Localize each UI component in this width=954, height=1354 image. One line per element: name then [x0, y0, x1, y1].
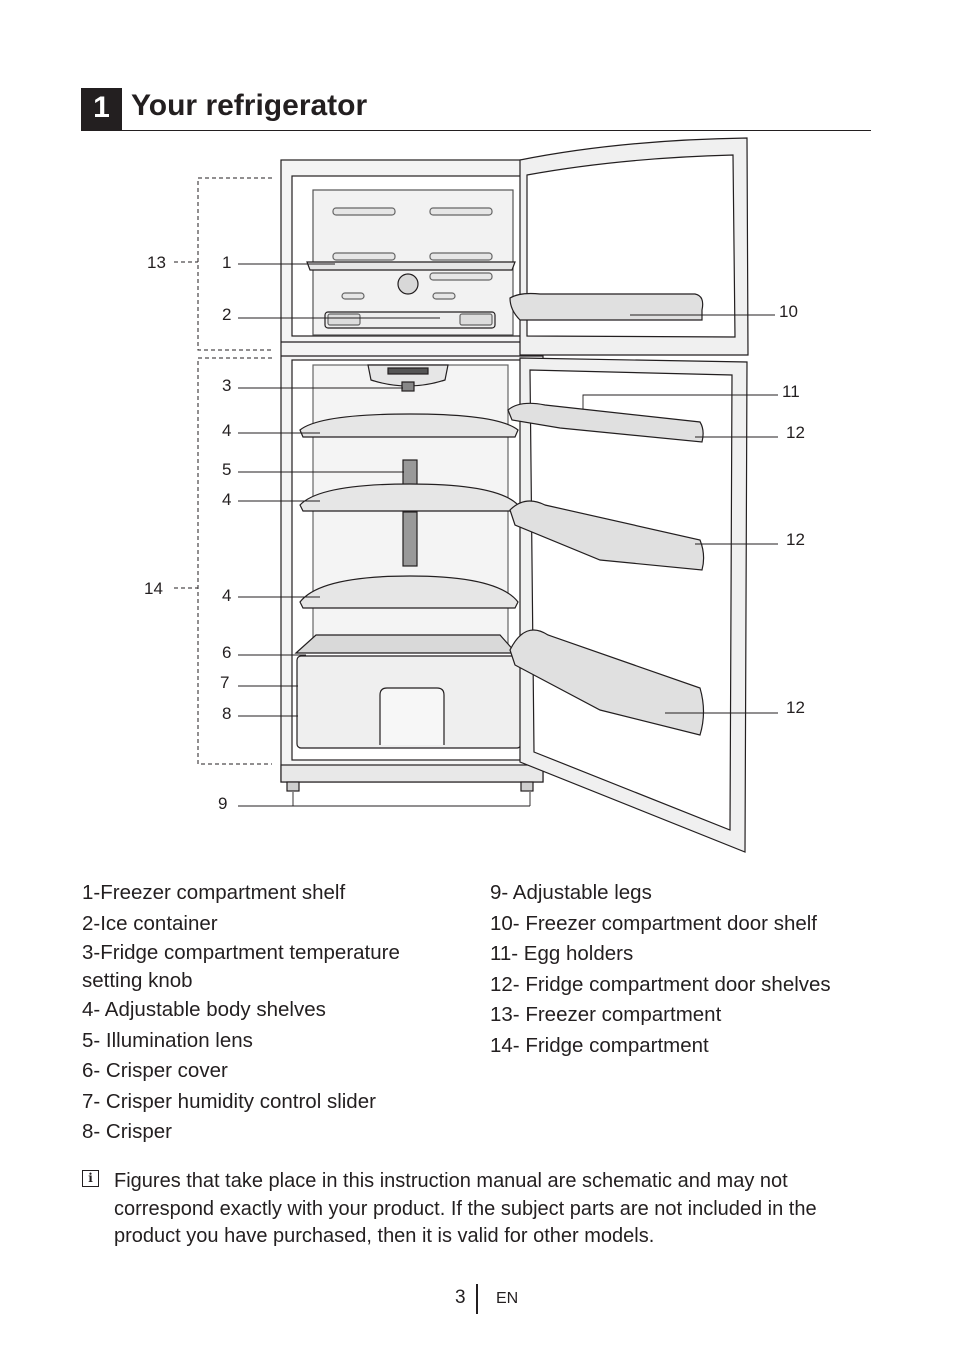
legend-item: 7- Crisper humidity control slider — [82, 1089, 376, 1113]
legend-item: 8- Crisper — [82, 1120, 172, 1143]
legend-item: 6- Crisper cover — [82, 1059, 228, 1082]
label-12a: 12 — [786, 423, 805, 442]
label-4a: 4 — [222, 421, 231, 440]
refrigerator-diagram: 13 14 1 2 3 4 5 4 4 6 7 8 9 10 11 12 12 … — [144, 137, 805, 853]
page-number: 3 — [455, 1287, 466, 1308]
label-3: 3 — [222, 376, 231, 395]
legend-right: 9- Adjustable legs 10- Freezer compartme… — [490, 878, 890, 1061]
freezer-shelf — [306, 261, 516, 271]
legend-item: 12- Fridge compartment door shelves — [490, 972, 831, 996]
body-shelf-3 — [299, 575, 519, 609]
page-header: 1 Your refrigerator — [81, 88, 871, 131]
legend-item: 9- Adjustable legs — [490, 881, 652, 904]
ice-container — [324, 311, 496, 329]
page-title: Your refrigerator — [131, 89, 368, 122]
door-shelf-bottom — [509, 629, 705, 736]
leg-right — [520, 781, 534, 792]
legend-item: setting knob — [82, 969, 193, 992]
leg-left — [286, 781, 300, 792]
freezer-door-shelf — [509, 292, 704, 321]
label-5: 5 — [222, 460, 231, 479]
freezer-knob — [397, 273, 419, 295]
crisper-cover — [294, 634, 518, 654]
note-text: Figures that take place in this instruct… — [114, 1170, 817, 1247]
bracket-fridge — [197, 357, 272, 765]
label-13: 13 — [147, 253, 166, 272]
label-1: 1 — [222, 253, 231, 272]
legend-item: 4- Adjustable body shelves — [82, 998, 326, 1021]
language-code: EN — [496, 1290, 519, 1307]
label-4c: 4 — [222, 586, 231, 605]
legend-item: 10- Freezer compartment door shelf — [490, 911, 817, 935]
legend-item: 14- Fridge compartment — [490, 1033, 709, 1057]
legend-item: 2-Ice container — [82, 911, 218, 935]
body-shelf-2 — [299, 483, 519, 512]
info-icon: i — [82, 1170, 99, 1187]
label-12c: 12 — [786, 698, 805, 717]
label-14: 14 — [144, 579, 163, 598]
door-shelf-egg-holders — [507, 402, 704, 443]
bracket-freezer — [197, 177, 272, 351]
legend-item: 11- Egg holders — [490, 942, 634, 965]
cabinet-base — [280, 764, 544, 783]
chapter-number: 1 — [81, 88, 122, 130]
label-12b: 12 — [786, 530, 805, 549]
door-shelf-middle — [509, 500, 705, 571]
legend-item: 1-Freezer compartment shelf — [82, 881, 346, 904]
label-6: 6 — [222, 643, 231, 662]
label-4b: 4 — [222, 490, 231, 509]
legend-item: 3-Fridge compartment temperature — [82, 941, 400, 964]
legend-item: 13- Freezer compartment — [490, 1003, 722, 1026]
label-10: 10 — [779, 302, 798, 321]
temperature-knob — [401, 381, 415, 392]
legend-item: 5- Illumination lens — [82, 1028, 253, 1052]
label-2: 2 — [222, 305, 231, 324]
label-7: 7 — [220, 673, 229, 692]
label-11: 11 — [782, 382, 800, 401]
label-8: 8 — [222, 704, 231, 723]
note: i Figures that take place in this instru… — [82, 1168, 872, 1251]
footer-divider — [476, 1284, 478, 1314]
label-9: 9 — [218, 794, 227, 813]
illumination-lens — [402, 459, 418, 487]
body-shelf-1 — [299, 413, 519, 438]
legend-left: 1-Freezer compartment shelf 2-Ice contai… — [82, 878, 472, 1148]
